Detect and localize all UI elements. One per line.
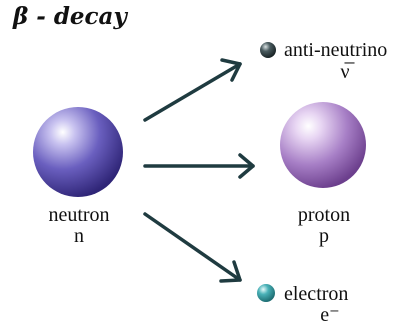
antineutrino-label: anti-neutrino — [284, 39, 388, 61]
diagram-title: β - decay — [13, 3, 127, 30]
arrowhead-proton — [238, 153, 255, 179]
arrowhead-electron — [219, 260, 242, 283]
antineutrino-sphere — [260, 42, 276, 58]
neutron-symbol: n — [74, 225, 84, 247]
electron-symbol: e⁻ — [320, 304, 340, 326]
neutron-sphere — [33, 107, 123, 197]
electron-label: electron — [284, 283, 349, 305]
proton-sphere — [280, 102, 366, 188]
antineutrino-symbol: ν̅ — [340, 61, 350, 83]
arrowhead-antineutrino — [220, 58, 242, 82]
arrow-to-antineutrino — [143, 62, 242, 122]
arrow-to-electron — [143, 212, 242, 282]
neutron-label: neutron — [48, 204, 110, 226]
proton-label: proton — [297, 204, 351, 226]
electron-sphere — [257, 284, 275, 302]
proton-symbol: p — [319, 225, 329, 247]
